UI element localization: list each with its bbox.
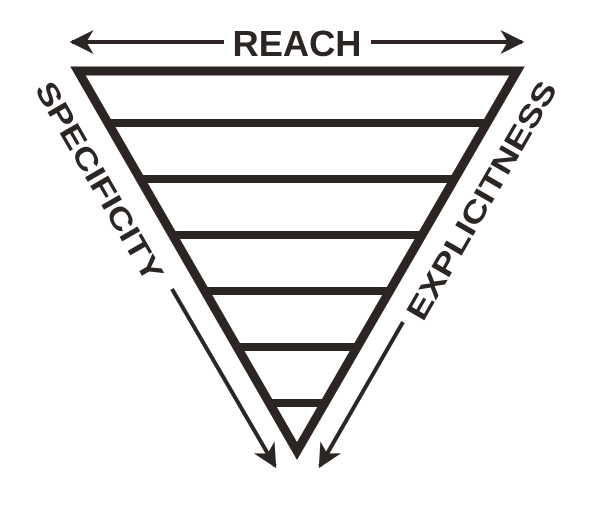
reach-label: REACH	[233, 23, 362, 64]
specificity-arrow	[170, 287, 277, 469]
tier-lines	[108, 119, 487, 407]
explicitness-label: EXPLICITNESS	[401, 76, 565, 326]
triangle-outline	[70, 66, 525, 460]
explicitness-arrow	[318, 321, 405, 469]
